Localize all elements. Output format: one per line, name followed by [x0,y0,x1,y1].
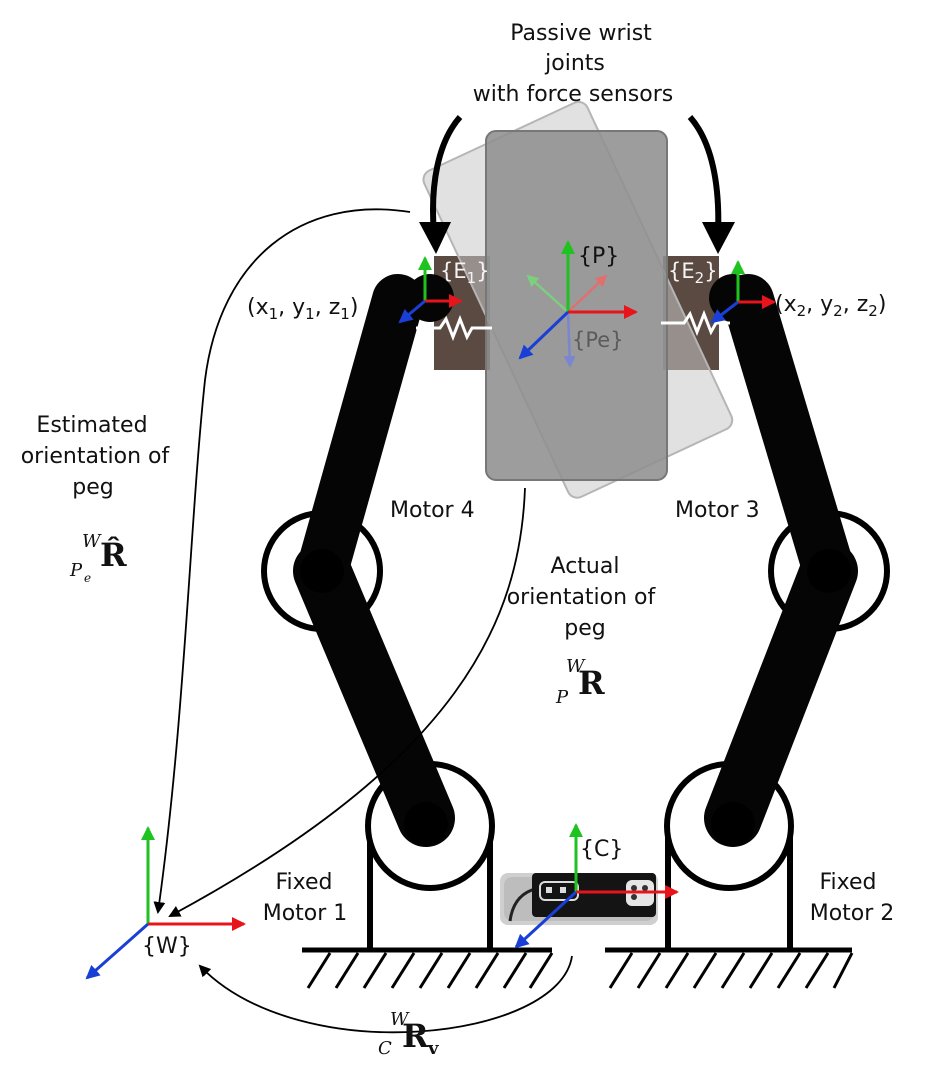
coord-right-label: (x2, y2, z2) [775,292,886,320]
frame-p-label: {P} [578,244,619,269]
right-arm-links [704,274,858,847]
frame-w-axes [85,826,246,980]
camera-rotation-arrow [198,955,573,1034]
frame-e2-axes [710,260,776,324]
coord-left-label: (x1, y1, z1) [247,295,358,323]
ground-right [605,947,854,989]
estimated-rotation-math: W P e R̂ [69,531,127,585]
motor3-label: Motor 3 [675,498,760,523]
fixed2-line2: Motor 2 [810,901,895,926]
svg-text:R̂: R̂ [100,536,127,574]
frame-e1-label: {E1} [440,259,490,287]
fixed1-line1: Fixed [275,870,332,895]
frame-p-axes [518,240,638,360]
svg-text:P: P [69,560,83,581]
frame-pe-axes [526,274,608,368]
spring-right-icon [661,309,730,337]
svg-text:W: W [566,656,586,677]
estimated-orientation-label: Estimated orientation of peg [21,413,171,500]
pointer-arrow-right [687,115,724,239]
depth-camera [500,873,658,925]
ground-left [302,947,554,989]
frame-pe-label: {Pe} [572,328,624,352]
passive-joints-label: Passive wrist joints with force sensors [473,21,673,107]
svg-text:e: e [84,571,91,585]
act-label-line2: orientation of [507,585,657,610]
fixed2-line1: Fixed [819,870,876,895]
spring-left-icon [416,314,492,342]
camera-rotation-math: W C R v [378,1009,439,1059]
passive-label-line3: with force sensors [473,82,673,107]
actual-rotation-math: W P R [555,656,605,708]
fixed-motor-1-label: Fixed Motor 1 [263,870,348,926]
frame-c-label: {C} [580,837,623,862]
pointer-arrow-left [428,115,463,239]
est-label-line3: peg [72,475,113,500]
svg-text:C: C [378,1038,392,1059]
motor4-label: Motor 4 [390,498,475,523]
svg-text:R: R [402,1017,429,1055]
frame-w-label: {W} [142,934,192,959]
fixed-motor-2-label: Fixed Motor 2 [810,870,895,926]
svg-text:v: v [427,1038,439,1059]
left-arm-links [293,274,455,847]
passive-label-line2: joints [544,51,605,76]
svg-text:R: R [578,664,605,702]
est-label-line1: Estimated [36,413,147,438]
estimated-orientation-arrow [153,208,411,914]
act-label-line3: peg [564,616,605,641]
actual-orientation-arrow [168,487,526,917]
actual-orientation-label: Actual orientation of peg [507,554,657,641]
frame-e1-axes [398,256,463,324]
svg-text:P: P [555,687,569,708]
act-label-line1: Actual [551,554,620,579]
est-label-line2: orientation of [21,444,171,469]
svg-text:W: W [82,531,102,552]
fixed1-line2: Motor 1 [263,901,348,926]
passive-label-line1: Passive wrist [510,21,652,46]
svg-text:W: W [390,1009,410,1030]
frame-c-axes [514,823,679,949]
frame-e2-label: {E2} [668,259,718,287]
